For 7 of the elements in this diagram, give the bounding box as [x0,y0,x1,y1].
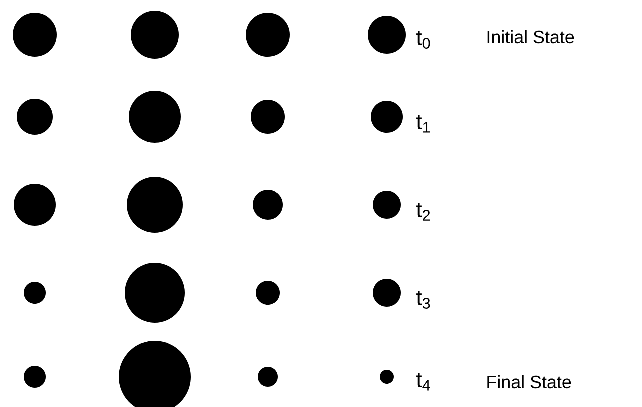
time-label: t$_{2}$ [416,203,430,221]
time-label: t$_{1}$ [416,115,430,133]
time-label: t$_{0}$ [416,31,430,49]
time-label: t$_{4}$ [416,373,430,391]
state-label: Final State [488,375,572,389]
time-label: t$_{3}$ [416,291,430,309]
state-label: Initial State [488,30,574,44]
